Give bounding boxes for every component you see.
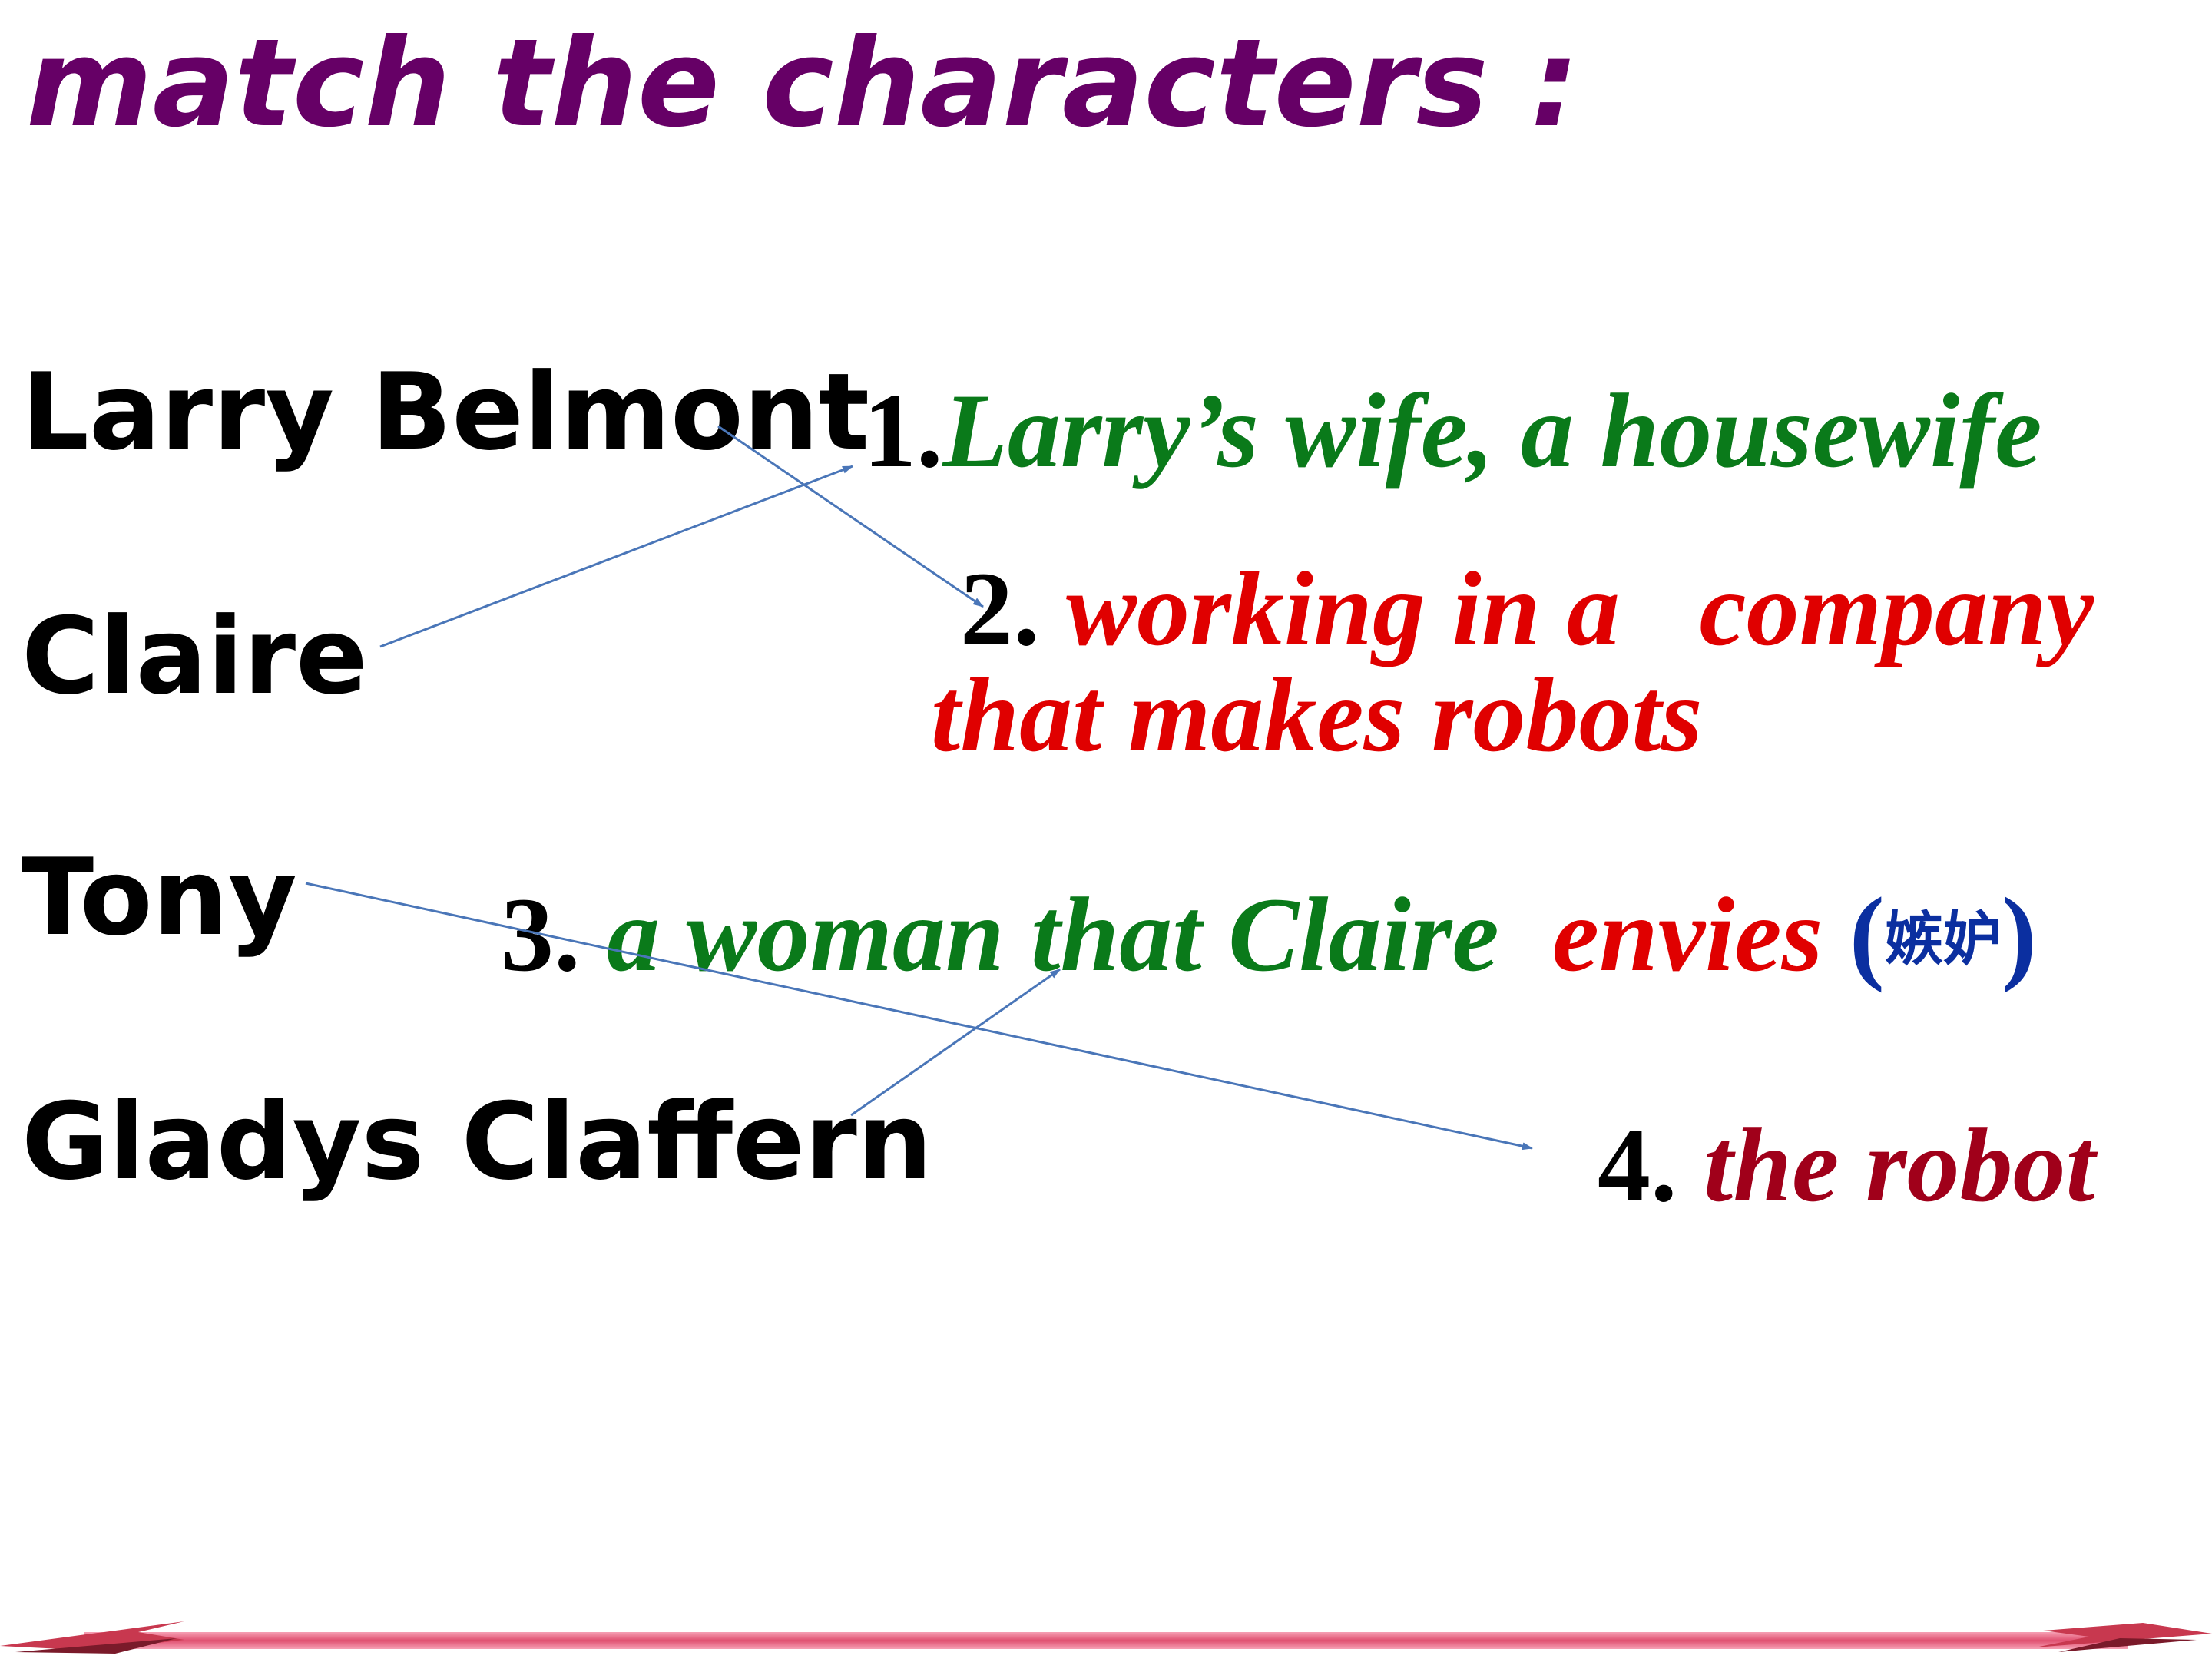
- description-3: 3. a woman that Claire envies (嫉妒): [501, 882, 2037, 988]
- name-larry-belmont: Larry Belmont: [22, 350, 870, 474]
- name-claire: Claire: [22, 594, 368, 718]
- description-1: 1.Larry’s wife, a housewife: [863, 378, 2042, 484]
- description-2-text-line-1: working in a company: [1066, 550, 2094, 667]
- footer-decoration: [0, 1621, 2212, 1654]
- description-3-paren-close: ): [2001, 876, 2037, 993]
- description-1-number: 1.: [863, 372, 943, 489]
- description-2-text-line-2: that makes robots: [931, 656, 1703, 773]
- description-4-text: the robot: [1704, 1106, 2095, 1224]
- slide-title: match the characters :: [26, 13, 1579, 154]
- description-4-number: 4.: [1598, 1106, 1677, 1224]
- name-gladys-claffern: Gladys Claffern: [22, 1080, 933, 1204]
- arrow-claire-to-1: [379, 465, 853, 648]
- description-1-text: Larry’s wife, a housewife: [942, 372, 2042, 489]
- footer-left-flourish-shadow: [15, 1638, 177, 1654]
- description-4: 4. the robot: [1598, 1112, 2095, 1218]
- description-2-number: 2.: [960, 550, 1040, 667]
- footer-right-flourish-shadow: [2058, 1638, 2197, 1652]
- description-2-line-1: 2. working in a company: [960, 556, 2094, 662]
- footer-right-flourish: [2035, 1623, 2212, 1647]
- name-tony: Tony: [22, 836, 297, 959]
- description-3-note: 嫉妒: [1884, 905, 2002, 973]
- description-3-highlight: envies: [1551, 876, 1823, 993]
- description-3-text: a woman that Claire: [607, 876, 1499, 993]
- description-3-paren-open: (: [1849, 876, 1885, 993]
- footer-bar: [84, 1632, 2128, 1649]
- description-2-line-2: that makes robots: [931, 662, 1702, 768]
- description-3-number: 3.: [501, 876, 581, 993]
